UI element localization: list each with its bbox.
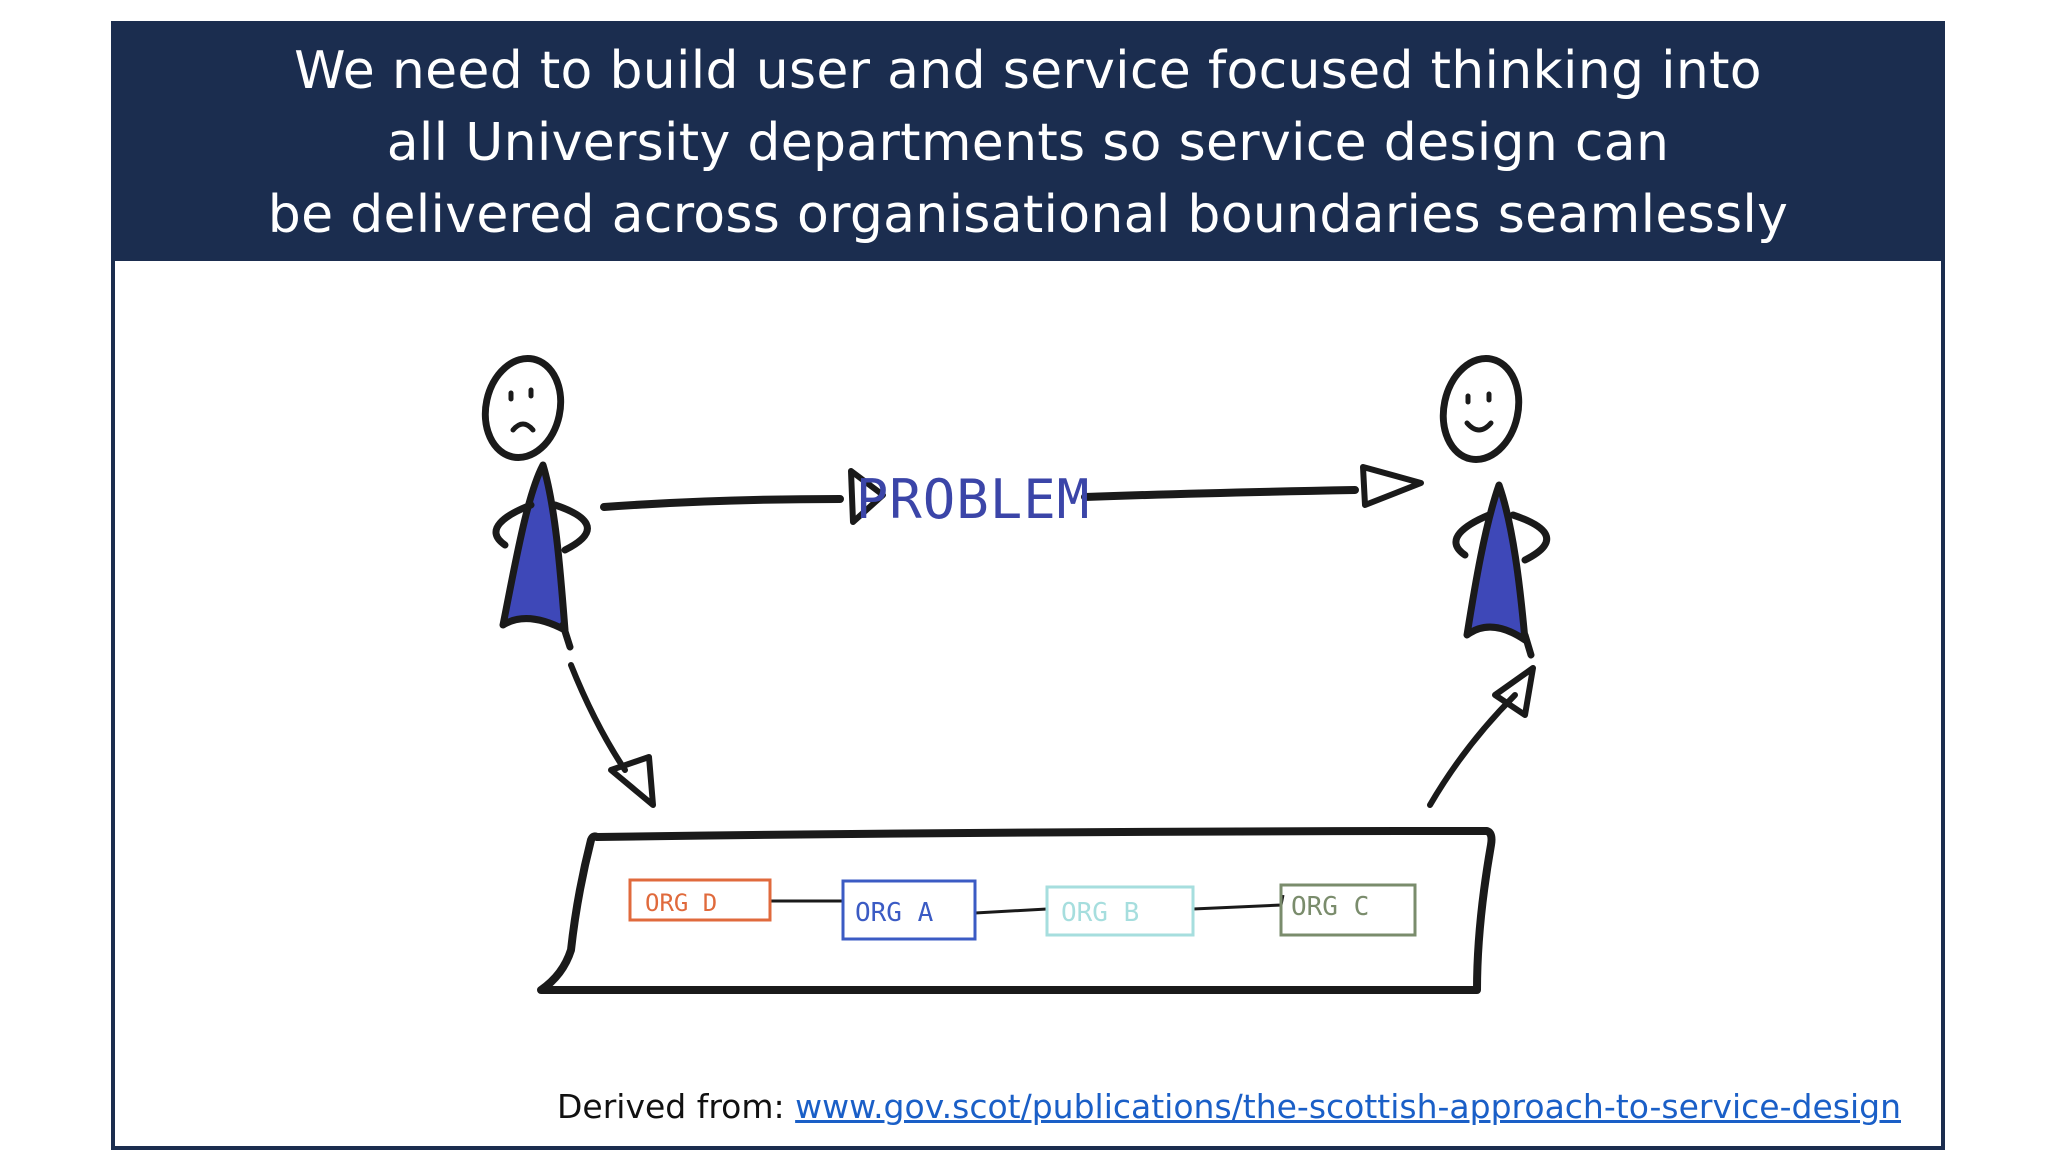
sad-face-head — [481, 354, 565, 462]
sad-figure-arms — [492, 501, 591, 554]
problem-arrow — [600, 464, 1424, 525]
org-box-a-frame — [841, 879, 977, 941]
source-link[interactable]: www.gov.scot/publications/the-scottish-a… — [795, 1087, 1901, 1126]
org-box-a-label: ORG A — [855, 898, 934, 928]
user-to-orgs-arrow — [568, 662, 656, 808]
org-box-b-label: ORG B — [1061, 898, 1139, 928]
org-box-d-frame — [628, 878, 772, 922]
problem-arrow-line-left — [600, 495, 844, 511]
happy-user-figure — [1439, 355, 1551, 659]
title-line-1: We need to build user and service focuse… — [294, 41, 1762, 101]
happy-face-eyes — [1465, 391, 1492, 405]
org-box-d: ORG D — [628, 878, 772, 922]
problem-arrow-line-right — [1081, 486, 1359, 501]
org-box-c-label: ORG C — [1291, 892, 1369, 922]
orgs-to-user-arrow-head — [1492, 665, 1536, 718]
slide: We need to build user and service focuse… — [111, 21, 1945, 1150]
service-design-diagram: PROBLEM ORG D ORG A OR — [481, 354, 1551, 995]
org-box-c: ORG C — [1279, 883, 1417, 937]
user-to-orgs-arrow-head — [608, 754, 656, 808]
sad-figure-leg — [559, 621, 574, 651]
connector-a-b — [974, 907, 1048, 915]
org-box-b-frame — [1045, 885, 1195, 937]
orgs-to-user-arrow-line — [1427, 692, 1518, 808]
sad-face-mouth — [510, 421, 536, 433]
happy-figure-arms — [1452, 511, 1551, 564]
happy-figure-body — [1463, 481, 1529, 644]
slide-title: We need to build user and service focuse… — [115, 25, 1941, 261]
sad-user-figure — [481, 354, 591, 651]
happy-figure-leg — [1521, 631, 1535, 659]
org-box-b: ORG B — [1045, 885, 1195, 937]
user-to-orgs-arrow-line — [568, 662, 628, 773]
org-box-a: ORG A — [841, 879, 977, 941]
problem-label: PROBLEM — [856, 468, 1091, 531]
problem-arrow-head-left — [848, 468, 886, 525]
source-prefix: Derived from: — [557, 1087, 796, 1126]
happy-face-head — [1439, 355, 1523, 463]
happy-face-mouth — [1464, 420, 1494, 433]
title-line-2: all University departments so service de… — [386, 113, 1670, 173]
source-attribution: Derived from: www.gov.scot/publications/… — [557, 1087, 1901, 1126]
org-box-c-frame — [1279, 883, 1417, 937]
orgs-to-user-arrow — [1427, 665, 1536, 808]
org-box-d-label: ORG D — [645, 889, 717, 917]
problem-arrow-head-right — [1360, 464, 1424, 508]
title-line-3: be delivered across organisational bound… — [267, 185, 1789, 245]
sad-figure-body — [499, 461, 569, 634]
sad-face-eyes — [508, 387, 534, 402]
